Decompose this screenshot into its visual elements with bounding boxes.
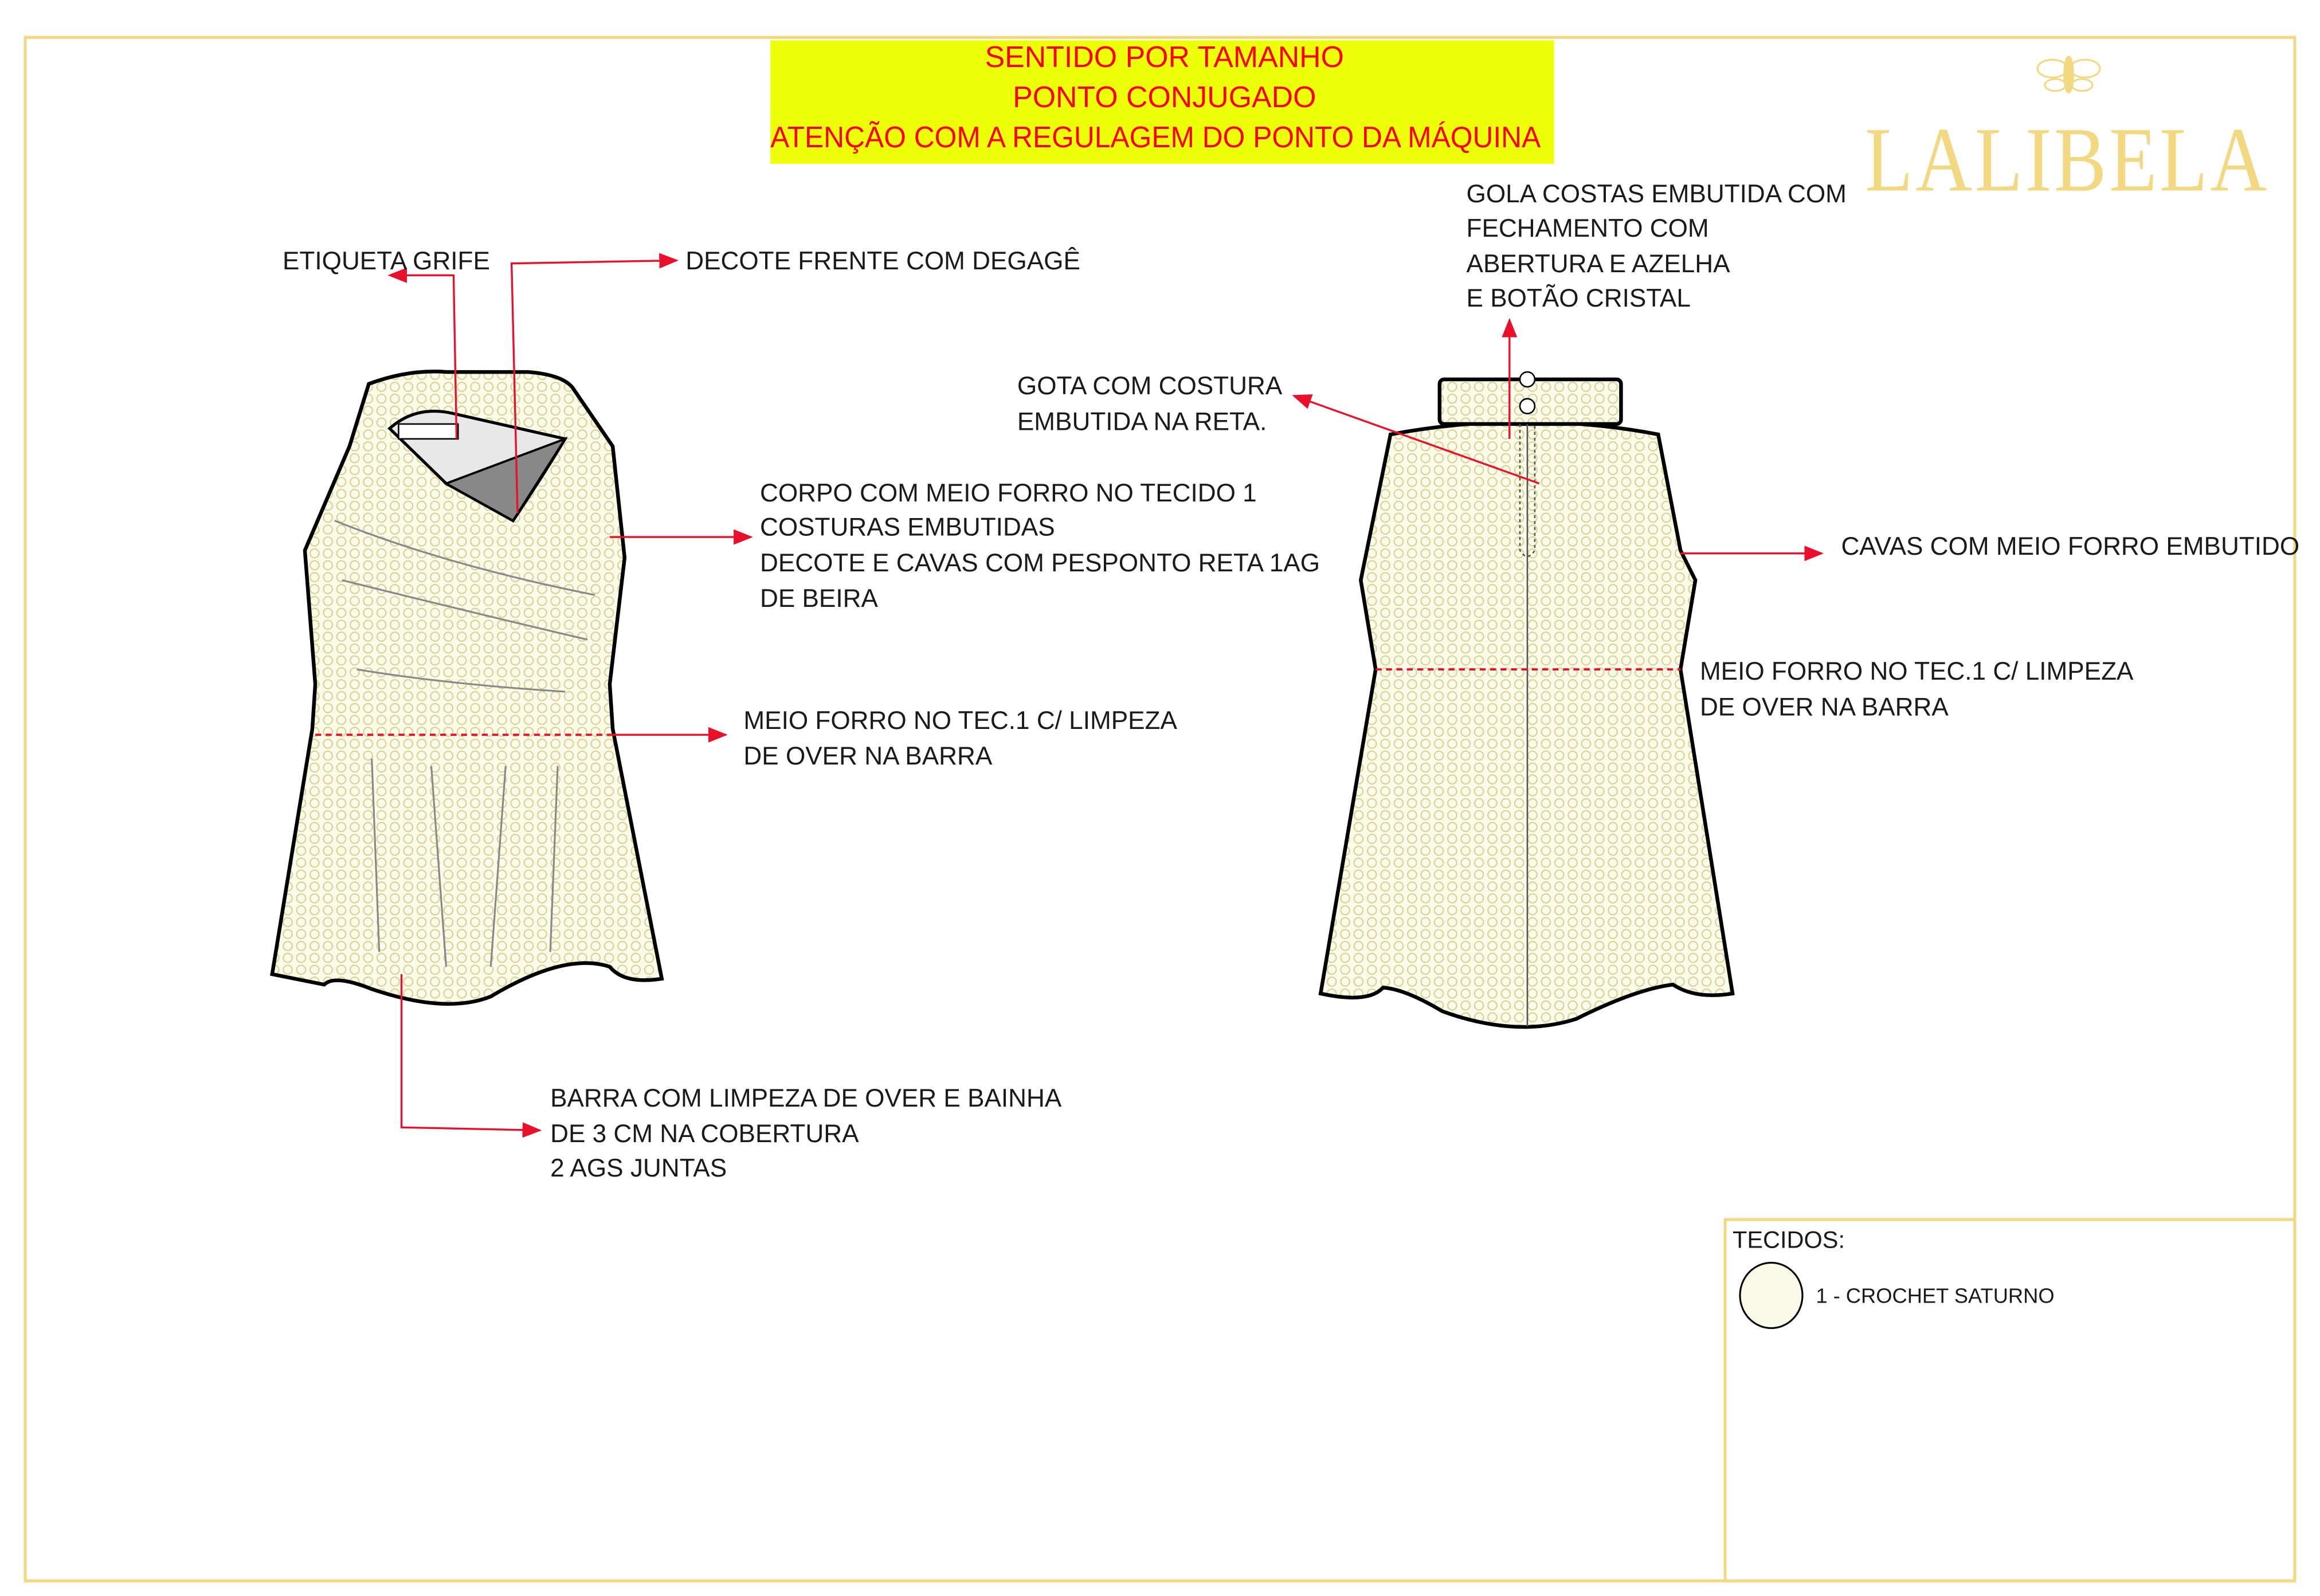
label-cavas: CAVAS COM MEIO FORRO EMBUTIDO xyxy=(1841,532,2299,560)
fabric-swatch xyxy=(1739,1261,1804,1330)
front-garment-sketch xyxy=(270,369,664,1006)
label-gota: EMBUTIDA NA RETA. xyxy=(1017,407,1267,436)
label-corpo-line: DE BEIRA xyxy=(760,585,878,613)
label-meio-forro-back: DE OVER NA BARRA xyxy=(1700,693,1949,721)
warning-line-2: PONTO CONJUGADO xyxy=(1013,80,1316,113)
warning-line-3: ATENÇÃO COM A REGULAGEM DO PONTO DA MÁQU… xyxy=(770,120,1541,154)
label-gola: FECHAMENTO COM xyxy=(1467,214,1709,242)
label-decote-frente: DECOTE FRENTE COM DEGAGÊ xyxy=(685,247,1080,275)
label-corpo-line: CORPO COM MEIO FORRO NO TECIDO 1 xyxy=(760,479,1257,507)
brand-logo: LALIBELA xyxy=(1865,56,2270,210)
fabrics-title: TECIDOS: xyxy=(1733,1226,1845,1253)
label-barra: DE 3 CM NA COBERTURA xyxy=(550,1120,859,1148)
label-corpo-line: DECOTE E CAVAS COM PESPONTO RETA 1AG xyxy=(760,549,1320,577)
label-gola: ABERTURA E AZELHA xyxy=(1467,250,1731,278)
label-meio-forro-front: DE OVER NA BARRA xyxy=(743,742,992,770)
warning-line-1: SENTIDO POR TAMANHO xyxy=(985,40,1344,73)
label-meio-forro-back: MEIO FORRO NO TEC.1 C/ LIMPEZA xyxy=(1700,657,2134,685)
label-etiqueta-grife: ETIQUETA GRIFE xyxy=(283,247,490,275)
back-garment-sketch xyxy=(1318,371,1735,1029)
fabrics-panel: TECIDOS: 1 - CROCHET SATURNO xyxy=(1723,1218,2297,1583)
bee-icon xyxy=(2036,56,2101,93)
brand-name: LALIBELA xyxy=(1865,108,2270,210)
label-barra: BARRA COM LIMPEZA DE OVER E BAINHA xyxy=(550,1084,1062,1112)
label-gola: GOLA COSTAS EMBUTIDA COM xyxy=(1467,180,1847,208)
button-icon xyxy=(1519,398,1536,415)
annotation-arrows xyxy=(387,253,1824,1138)
label-corpo-line: COSTURAS EMBUTIDAS xyxy=(760,513,1055,542)
button-icon xyxy=(1519,371,1536,388)
warning-box: SENTIDO POR TAMANHO PONTO CONJUGADO ATEN… xyxy=(770,40,1554,164)
label-gola: E BOTÃO CRISTAL xyxy=(1467,284,1691,312)
label-gota: GOTA COM COSTURA xyxy=(1017,372,1283,400)
fabric-item-label: 1 - CROCHET SATURNO xyxy=(1816,1284,2054,1307)
label-barra: 2 AGS JUNTAS xyxy=(550,1154,727,1182)
label-meio-forro-front: MEIO FORRO NO TEC.1 C/ LIMPEZA xyxy=(743,707,1177,735)
